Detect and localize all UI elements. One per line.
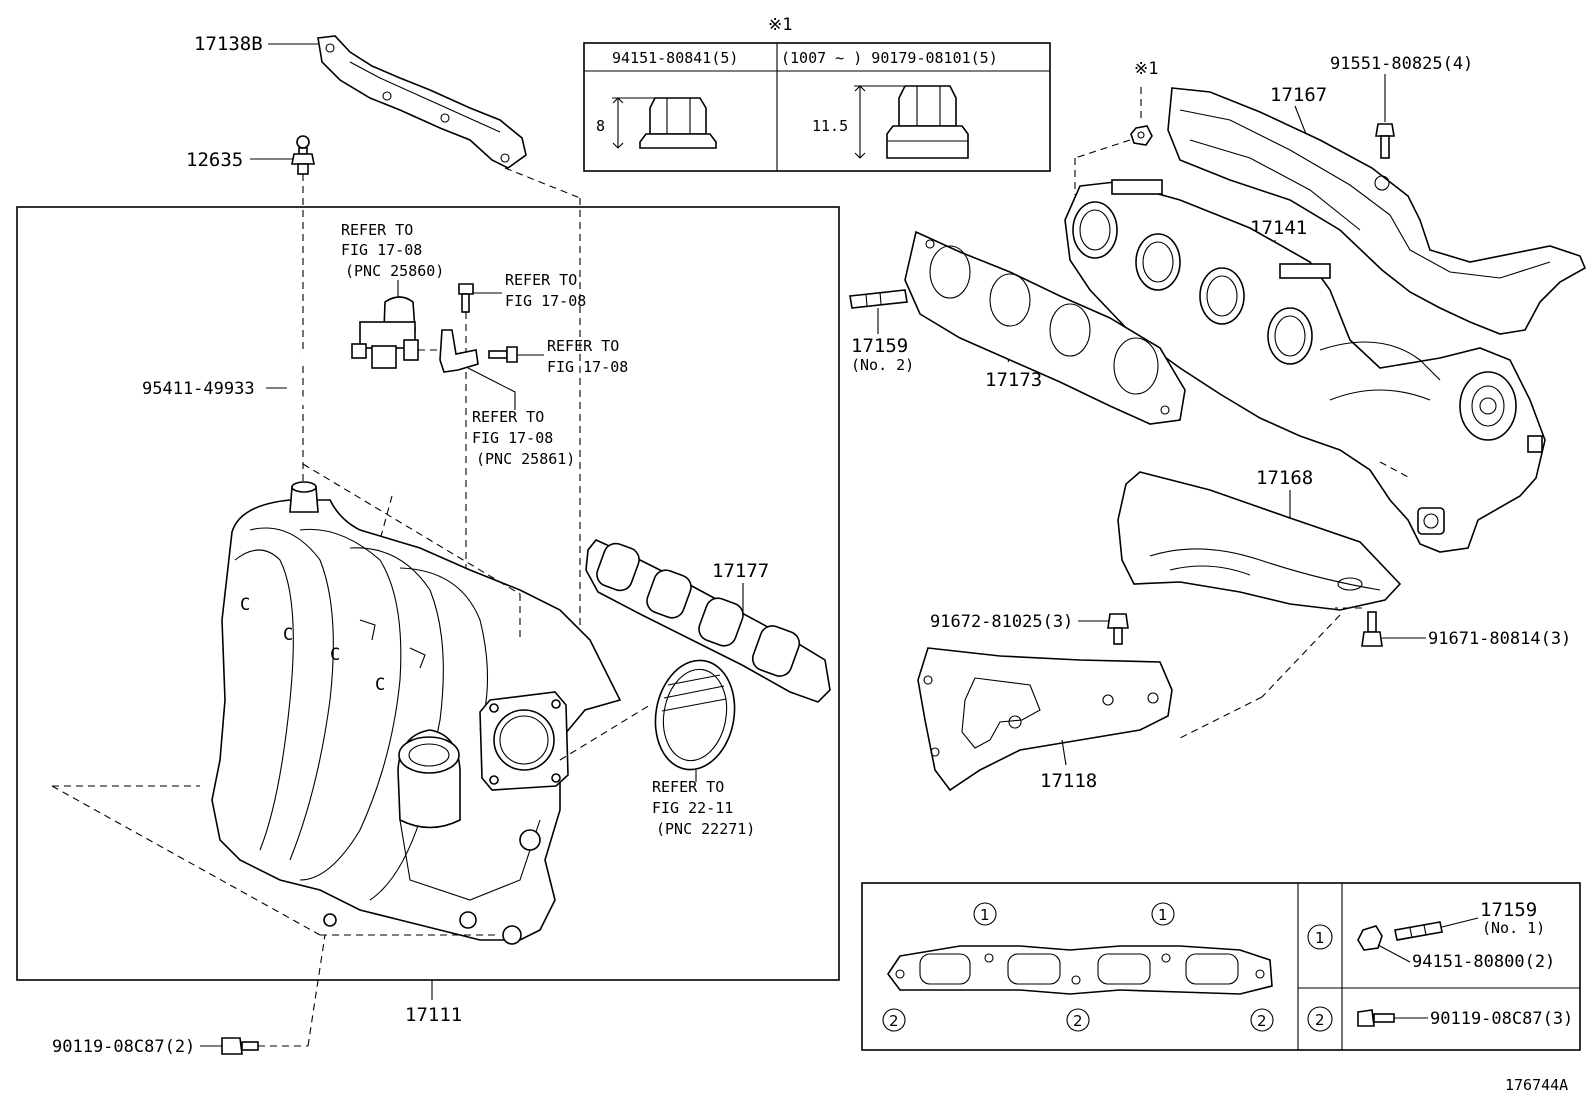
label-17141: 17141 — [1250, 217, 1307, 239]
svg-text:REFER TO: REFER TO — [652, 778, 724, 796]
nut-col2-dim: 11.5 — [812, 117, 848, 135]
nut-table: ※1 94151-80841(5) (1007 ~ ) 90179-08101(… — [583, 15, 1051, 172]
flange-nut — [1130, 125, 1153, 146]
vsv-valve — [351, 296, 419, 369]
legend-box: 1 1 2 2 2 1 2 17159 (No. 1) 94151-80800(… — [861, 882, 1581, 1051]
svg-text:1: 1 — [1315, 929, 1325, 947]
figure-id: 176744A — [1505, 1076, 1568, 1094]
svg-text:REFER TO: REFER TO — [505, 271, 577, 289]
refer-bolt-2: REFER TO FIG 17-08 — [547, 337, 628, 376]
label-17168: 17168 — [1256, 467, 1313, 489]
svg-text:2: 2 — [1257, 1012, 1267, 1030]
refer-25860: REFER TO FIG 17-08 (PNC 25860) — [341, 221, 444, 280]
svg-text:FIG 17-08: FIG 17-08 — [505, 292, 586, 310]
svg-text:REFER TO: REFER TO — [547, 337, 619, 355]
label-17177: 17177 — [712, 560, 769, 582]
svg-text:C: C — [240, 595, 250, 615]
bracket-17138b: 17138B — [194, 33, 527, 169]
svg-text:2: 2 — [1073, 1012, 1083, 1030]
label-12635: 12635 — [186, 149, 243, 171]
flange-nut-small — [612, 97, 717, 149]
svg-text:1: 1 — [980, 906, 990, 924]
label-17167: 17167 — [1270, 84, 1327, 106]
label-90119-a: 90119-08C87(2) — [52, 1037, 195, 1057]
label-90119-b: 90119-08C87(3) — [1430, 1009, 1573, 1029]
svg-text:FIG 22-11: FIG 22-11 — [652, 799, 733, 817]
insulator-17167: 17167 — [1167, 84, 1587, 335]
refer-bolt-1: REFER TO FIG 17-08 — [505, 271, 586, 310]
label-17173: 17173 — [985, 369, 1042, 391]
label-91672: 91672-81025(3) — [930, 612, 1073, 632]
svg-text:C: C — [330, 645, 340, 665]
bolt-91671: 91671-80814(3) — [1361, 611, 1571, 649]
label-91671: 91671-80814(3) — [1428, 629, 1571, 649]
label-17159-no2-sub: (No. 2) — [851, 356, 914, 374]
svg-text:(PNC 25861): (PNC 25861) — [476, 450, 575, 468]
svg-text:2: 2 — [889, 1012, 899, 1030]
svg-text:C: C — [283, 625, 293, 645]
gasket-17173: 17173 — [904, 230, 1186, 425]
nut-col2-header: (1007 ~ ) 90179-08101(5) — [781, 49, 998, 67]
bolt-90119-a: 90119-08C87(2) — [52, 1037, 259, 1057]
gasket-17177: 17177 — [585, 539, 831, 703]
label-17118: 17118 — [1040, 770, 1097, 792]
intake-box — [16, 206, 840, 981]
stud-12635: 12635 — [186, 135, 315, 175]
note-mark-top: ※1 — [768, 15, 792, 35]
svg-text:(PNC 22271): (PNC 22271) — [656, 820, 755, 838]
svg-text:FIG 17-08: FIG 17-08 — [472, 429, 553, 447]
label-17111: 17111 — [405, 1004, 462, 1026]
intake-manifold-17111: C C C C — [211, 481, 622, 945]
vsv-bracket — [439, 329, 479, 373]
refer-25861: REFER TO FIG 17-08 (PNC 25861) — [472, 408, 575, 468]
refer-22271: REFER TO FIG 22-11 (PNC 22271) — [652, 778, 755, 838]
svg-text:1: 1 — [1158, 906, 1168, 924]
bolt-small-1 — [458, 283, 474, 313]
svg-text:FIG 17-08: FIG 17-08 — [341, 241, 422, 259]
bolt-91551: 91551-80825(4) — [1330, 54, 1473, 159]
bracket-17118: 17118 — [917, 647, 1173, 792]
label-17138b: 17138B — [194, 33, 263, 55]
note-mark-nut: ※1 — [1134, 59, 1158, 79]
throttle-gasket — [654, 659, 736, 782]
svg-text:FIG 17-08: FIG 17-08 — [547, 358, 628, 376]
exhaust-manifold-17141: 17141 — [1064, 179, 1546, 553]
svg-text:REFER TO: REFER TO — [472, 408, 544, 426]
flange-nut-tall — [854, 85, 969, 159]
label-17159-no2: 17159 — [851, 335, 908, 357]
insulator-17168: 17168 — [1117, 467, 1402, 611]
label-17159-no1: 17159 — [1480, 899, 1537, 921]
nut-col1-header: 94151-80841(5) — [612, 49, 738, 67]
bolt-small-2 — [488, 346, 518, 363]
svg-text:(PNC 25860): (PNC 25860) — [345, 262, 444, 280]
svg-text:2: 2 — [1315, 1011, 1325, 1029]
label-17159-no1-sub: (No. 1) — [1482, 919, 1545, 937]
legend-gasket — [887, 945, 1273, 995]
label-91551: 91551-80825(4) — [1330, 54, 1473, 74]
label-94151-b: 94151-80800(2) — [1412, 952, 1555, 972]
nut-col1-dim: 8 — [596, 117, 605, 135]
label-95411: 95411-49933 — [142, 379, 255, 399]
svg-text:C: C — [375, 675, 385, 695]
stud-17159-no2: 17159 (No. 2) — [849, 289, 914, 374]
svg-text:REFER TO: REFER TO — [341, 221, 413, 239]
hose-95411: 95411-49933 — [142, 350, 402, 495]
bolt-91672: 91672-81025(3) — [930, 612, 1129, 645]
